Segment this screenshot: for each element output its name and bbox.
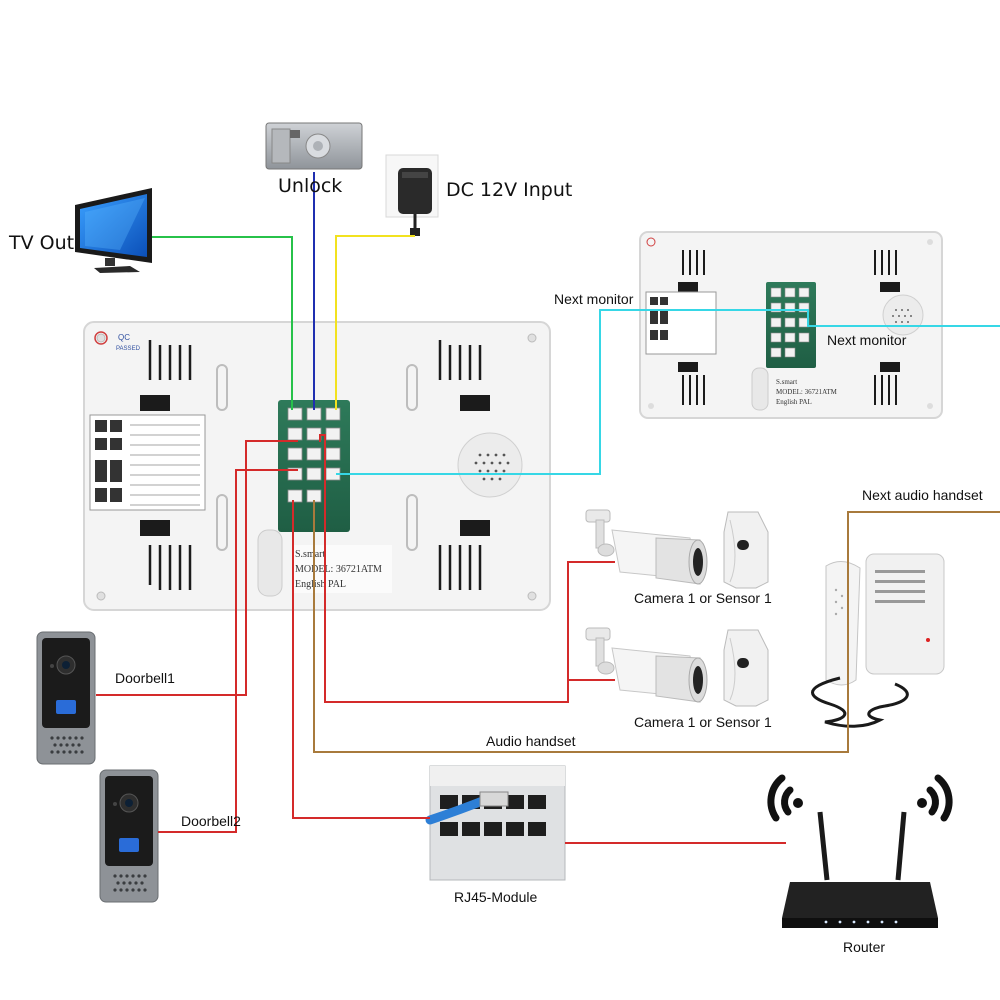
wifi-right-icon (917, 774, 953, 822)
next-audio-handset-label: Next audio handset (862, 487, 983, 503)
camera1-icon (585, 509, 708, 585)
camera1-wire (319, 434, 615, 703)
lock-icon (265, 122, 363, 170)
main-monitor: QC PASSED (83, 321, 551, 611)
second-monitor: S.smart MODEL: 36721ATM English PAL (639, 231, 943, 419)
tv-wire (152, 236, 293, 410)
camera2-icon (585, 627, 708, 703)
doorbell2-label: Doorbell2 (181, 813, 241, 829)
dc-input-label: DC 12V Input (446, 179, 573, 201)
second-model-text: MODEL: 36721ATM (776, 388, 838, 396)
camera-sensor-1-label: Camera 1 or Sensor 1 (634, 590, 772, 606)
rj45-module-label: RJ45-Module (454, 889, 538, 905)
doorbell1-icon (36, 631, 96, 765)
second-lang-text: English PAL (776, 398, 812, 406)
main-model-text: MODEL: 36721ATM (295, 564, 382, 575)
main-brand-text: S.smart (295, 549, 326, 560)
rj45-wire (292, 500, 430, 819)
router-label: Router (843, 939, 886, 955)
second-brand-text: S.smart (776, 378, 797, 386)
doorbell2-icon (99, 769, 159, 903)
doorbell2-wire (158, 469, 298, 833)
next-monitor-label-left: Next monitor (554, 291, 634, 307)
qc-sticker: QC (118, 333, 130, 342)
doorbell1-label: Doorbell1 (115, 670, 175, 686)
tv-out-label: TV Out (9, 232, 75, 254)
next-monitor-label-right: Next monitor (827, 332, 907, 348)
power-adapter-icon (385, 154, 439, 236)
main-lang-text: English PAL (295, 579, 346, 590)
camera-sensor-2-label: Camera 1 or Sensor 1 (634, 714, 772, 730)
sensor1-icon (723, 511, 769, 589)
power-wire (335, 235, 415, 410)
audio-handset-label: Audio handset (486, 733, 576, 749)
wires (96, 172, 1000, 844)
doorbell1-wire (96, 440, 298, 696)
rj45-switch-icon (425, 765, 566, 881)
next-monitor-wire-1 (336, 309, 1000, 475)
router-icon (782, 811, 938, 928)
unlock-label: Unlock (278, 175, 343, 197)
sensor2-icon (723, 629, 769, 707)
tv-icon (75, 188, 152, 273)
wifi-left-icon (767, 774, 803, 822)
camera2-wire (567, 679, 615, 702)
audio-handset-icon (811, 553, 945, 728)
audio-handset-wire (313, 500, 1000, 753)
passed-sticker: PASSED (116, 346, 141, 352)
